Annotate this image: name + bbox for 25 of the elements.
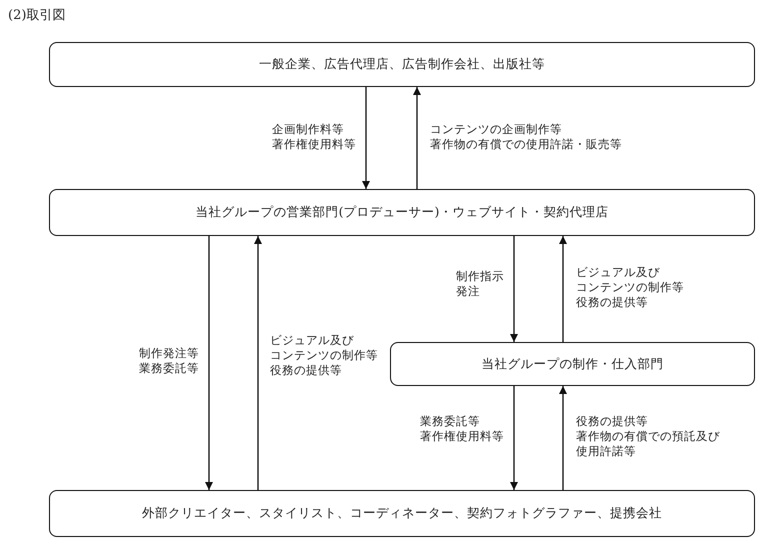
arrow bbox=[254, 236, 262, 490]
rounded-box bbox=[49, 490, 755, 537]
box-text: 外部クリエイター、スタイリスト、コーディネーター、契約フォトグラファー、提携会社 bbox=[142, 505, 662, 522]
arrow bbox=[559, 236, 567, 342]
box-text: 当社グループの営業部門(プロデューサー)・ウェブサイト・契約代理店 bbox=[196, 204, 608, 221]
box-text: 一般企業、広告代理店、広告制作会社、出版社等 bbox=[259, 56, 545, 73]
edge-label: コンテンツの企画制作等著作物の有償での使用許諾・販売等 bbox=[430, 122, 622, 152]
box-text: 当社グループの制作・仕入部門 bbox=[482, 356, 664, 372]
rounded-box bbox=[49, 189, 755, 236]
edge-label: 業務委託等著作権使用料等 bbox=[420, 414, 504, 444]
arrow bbox=[413, 87, 421, 189]
edge-label: 企画制作料等著作権使用料等 bbox=[272, 122, 356, 152]
edge-label: 制作発注等業務委託等 bbox=[139, 346, 199, 376]
rounded-box bbox=[49, 42, 755, 87]
edge-label: 制作指示発注 bbox=[456, 269, 504, 299]
arrow bbox=[559, 386, 567, 490]
edge-label: 役務の提供等著作物の有償での預託及び使用許諾等 bbox=[576, 414, 720, 459]
arrow bbox=[362, 87, 370, 189]
rounded-box bbox=[390, 342, 755, 386]
arrow bbox=[510, 386, 518, 490]
arrow bbox=[205, 236, 213, 490]
edge-label: ビジュアル及びコンテンツの制作等役務の提供等 bbox=[270, 333, 378, 378]
edge-label: ビジュアル及びコンテンツの制作等役務の提供等 bbox=[576, 265, 684, 310]
diagram-title: (2)取引図 bbox=[8, 7, 66, 24]
arrow bbox=[510, 236, 518, 342]
